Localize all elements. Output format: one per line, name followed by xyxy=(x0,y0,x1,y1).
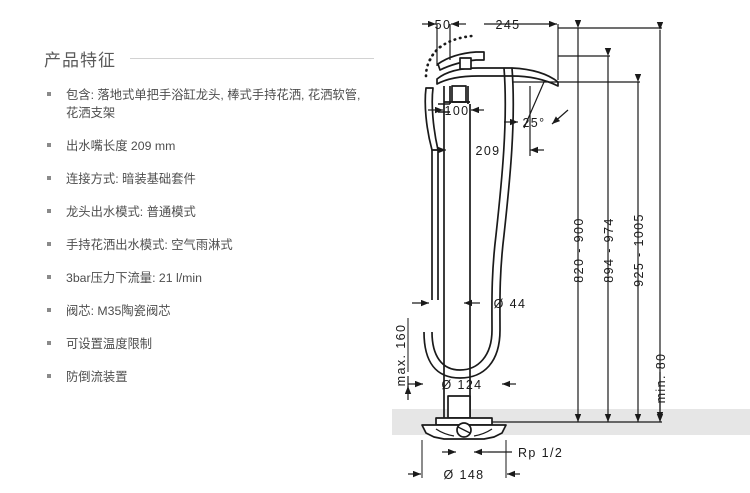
list-item-label: 连接方式: 暗装基础套件 xyxy=(66,172,196,186)
bullet-icon xyxy=(47,374,51,378)
faucet-geometry xyxy=(421,34,559,440)
list-item: 出水嘴长度 209 mm xyxy=(44,137,374,155)
dim-min-clearance: min. 80 xyxy=(654,353,668,404)
features-list: 包含: 落地式单把手浴缸龙头, 棒式手持花洒, 花洒软管, 花洒支架 出水嘴长度… xyxy=(44,86,374,401)
dimension-labels: 50 245 100 209 25° Ø 44 Ø 124 Ø 148 Rp 1… xyxy=(394,18,668,482)
dim-max-below: max. 160 xyxy=(394,324,408,387)
list-item: 龙头出水模式: 普通模式 xyxy=(44,203,374,221)
bullet-icon xyxy=(47,176,51,180)
dim-riser-diameter: Ø 44 xyxy=(494,297,527,311)
bullet-icon xyxy=(47,209,51,213)
list-item: 包含: 落地式单把手浴缸龙头, 棒式手持花洒, 花洒软管, 花洒支架 xyxy=(44,86,374,122)
list-item-label: 出水嘴长度 209 mm xyxy=(66,139,176,153)
list-item-label: 包含: 落地式单把手浴缸龙头, 棒式手持花洒, 花洒软管, 花洒支架 xyxy=(66,88,361,120)
dimension-lines xyxy=(404,20,664,478)
bullet-icon xyxy=(47,143,51,147)
dim-spout-length: 209 xyxy=(475,144,500,158)
product-dimension-drawing: 50 245 100 209 25° Ø 44 Ø 124 Ø 148 Rp 1… xyxy=(392,18,750,482)
features-header: 产品特征 xyxy=(44,46,374,71)
dim-spout-angle: 25° xyxy=(522,116,545,130)
list-item-label: 手持花洒出水模式: 空气雨淋式 xyxy=(66,238,233,252)
list-item: 3bar压力下流量: 21 l/min xyxy=(44,269,374,287)
list-item: 可设置温度限制 xyxy=(44,335,374,353)
product-features-panel: 产品特征 包含: 落地式单把手浴缸龙头, 棒式手持花洒, 花洒软管, 花洒支架 … xyxy=(44,46,374,401)
list-item: 阀芯: M35陶瓷阀芯 xyxy=(44,302,374,320)
dim-height-total: 925 - 1005 xyxy=(632,213,646,287)
header-divider xyxy=(130,58,374,59)
list-item-label: 龙头出水模式: 普通模式 xyxy=(66,205,196,219)
bullet-icon xyxy=(47,242,51,246)
list-item-label: 3bar压力下流量: 21 l/min xyxy=(66,271,202,285)
list-item: 连接方式: 暗装基础套件 xyxy=(44,170,374,188)
dim-height-spout: 820 - 900 xyxy=(572,217,586,282)
dim-spout-reach: 245 xyxy=(495,18,520,32)
dim-height-mid: 894 - 974 xyxy=(602,217,616,282)
list-item-label: 可设置温度限制 xyxy=(66,337,153,351)
dim-thread: Rp 1/2 xyxy=(518,446,563,460)
dim-hose-loop-width: Ø 124 xyxy=(441,378,482,392)
dim-top-offset: 50 xyxy=(435,18,452,32)
bullet-icon xyxy=(47,92,51,96)
list-item-label: 阀芯: M35陶瓷阀芯 xyxy=(66,304,171,318)
bullet-icon xyxy=(47,341,51,345)
list-item: 手持花洒出水模式: 空气雨淋式 xyxy=(44,236,374,254)
page-title: 产品特征 xyxy=(44,51,116,70)
bullet-icon xyxy=(47,308,51,312)
list-item: 防倒流装置 xyxy=(44,368,374,386)
dim-base-diameter: Ø 148 xyxy=(443,468,484,482)
bullet-icon xyxy=(47,275,51,279)
dim-handle-height: 100 xyxy=(444,104,469,118)
list-item-label: 防倒流装置 xyxy=(66,370,128,384)
technical-drawing-panel: 50 245 100 209 25° Ø 44 Ø 124 Ø 148 Rp 1… xyxy=(392,0,750,493)
